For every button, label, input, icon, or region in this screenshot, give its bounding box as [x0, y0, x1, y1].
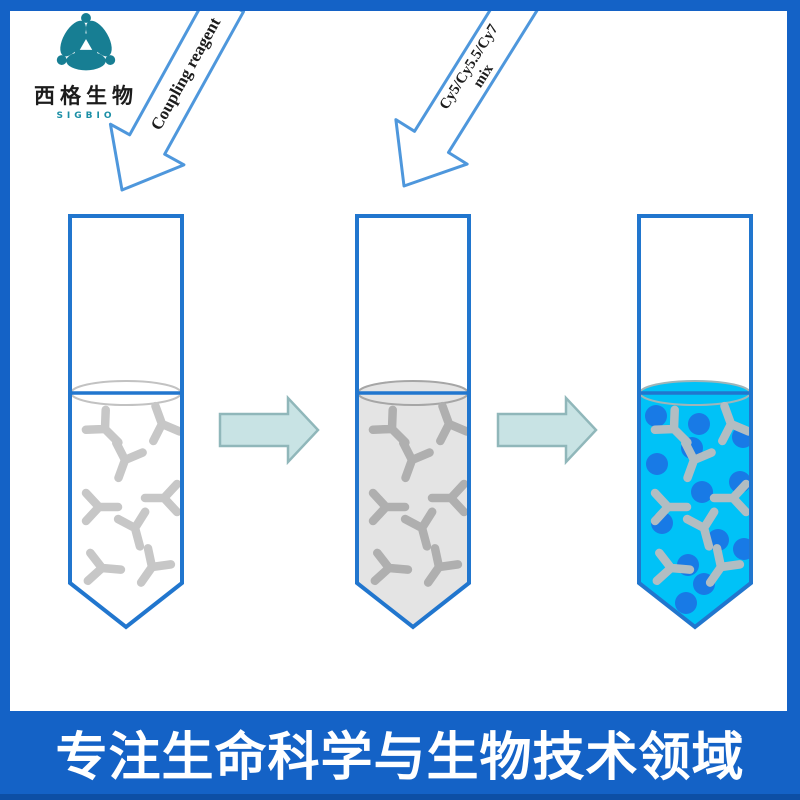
logo-name-en: SIGBIO: [56, 111, 116, 121]
antibody-icon: [682, 507, 719, 551]
antibody-icon: [112, 438, 147, 483]
banner-bottom-strip: [0, 794, 800, 800]
antibody-icon: [705, 544, 745, 587]
process-arrow-1: [218, 394, 320, 466]
antibody-icon: [400, 507, 437, 551]
tube-antibody-solution: [68, 214, 184, 630]
dye-dot: [645, 405, 667, 427]
antibody-icon: [368, 488, 410, 526]
antibody-icon: [423, 544, 463, 587]
tube-dye-labeled-antibody: [637, 214, 753, 630]
antibody-icon: [681, 438, 716, 483]
antibody-icon: [427, 479, 469, 517]
antibody-icon: [650, 488, 692, 526]
banner: 专注生命科学与生物技术领域: [0, 711, 800, 800]
dye-mix-arrow: [394, 0, 539, 188]
frame-border-top: [0, 0, 800, 11]
antibody-icon: [370, 548, 413, 586]
dye-dot: [675, 592, 697, 614]
antibody-icon: [718, 401, 751, 446]
antibody-icon: [149, 401, 182, 446]
logo: 西格生物 SIGBIO: [18, 13, 154, 121]
frame-border-left: [0, 0, 10, 711]
frame-border-right: [787, 0, 800, 711]
antibody-icon: [140, 479, 182, 517]
antibody-icon: [652, 548, 695, 586]
tube-outline: [68, 214, 184, 630]
logo-emblem: [56, 13, 116, 71]
antibody-icon: [136, 544, 176, 587]
tube-outline: [637, 214, 753, 630]
coupling-reagent-arrow: [108, 0, 246, 192]
logo-name-cn: 西格生物: [34, 83, 138, 108]
tube-outline: [355, 214, 471, 630]
process-arrow-2: [496, 394, 598, 466]
antibody-icon: [83, 548, 126, 586]
antibody-icon: [436, 401, 469, 446]
dye-dot: [688, 413, 710, 435]
banner-slogan: 专注生命科学与生物技术领域: [55, 728, 745, 788]
antibody-icon: [113, 507, 150, 551]
antibody-icon: [399, 438, 434, 483]
dye-dot: [691, 481, 713, 503]
dye-dot: [646, 453, 668, 475]
antibody-icon: [81, 488, 123, 526]
antibody-icon: [709, 479, 751, 517]
tube-activated-antibody: [355, 214, 471, 630]
